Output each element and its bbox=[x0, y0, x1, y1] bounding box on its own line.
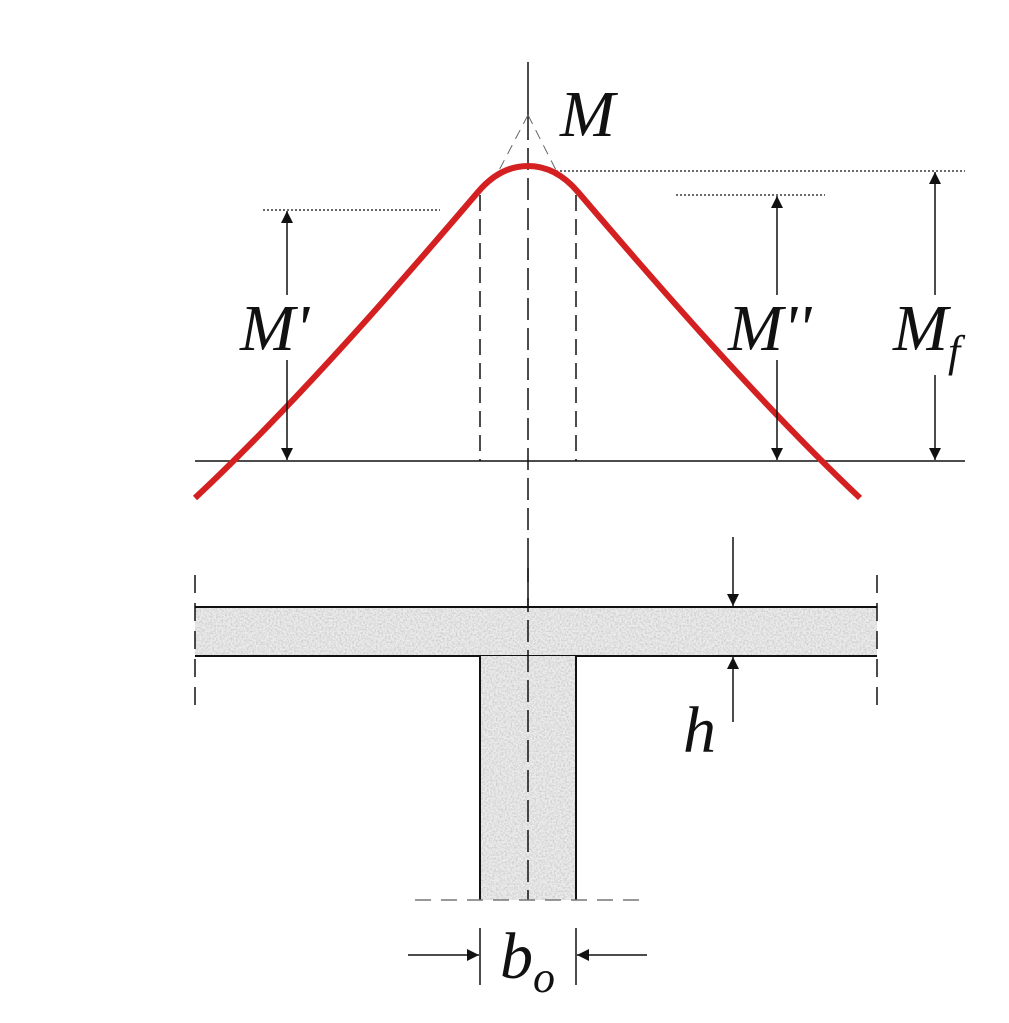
flange bbox=[195, 606, 877, 657]
moment-curve bbox=[192, 162, 863, 501]
label-flange-moment-main: M bbox=[892, 292, 952, 365]
label-peak-moment: M bbox=[559, 78, 619, 151]
label-flange-thickness: h bbox=[683, 694, 716, 767]
label-web-width: bo bbox=[500, 920, 555, 1002]
peak-extrapolation-left bbox=[494, 114, 529, 179]
label-web-width-sub: o bbox=[533, 953, 555, 1002]
peak-extrapolation-right bbox=[527, 114, 561, 179]
label-flange-moment: Mf bbox=[892, 292, 966, 376]
label-left-moment: M' bbox=[239, 292, 311, 365]
label-flange-moment-sub: f bbox=[948, 327, 966, 376]
label-web-width-main: b bbox=[500, 920, 533, 993]
label-right-moment: M'' bbox=[727, 292, 813, 365]
